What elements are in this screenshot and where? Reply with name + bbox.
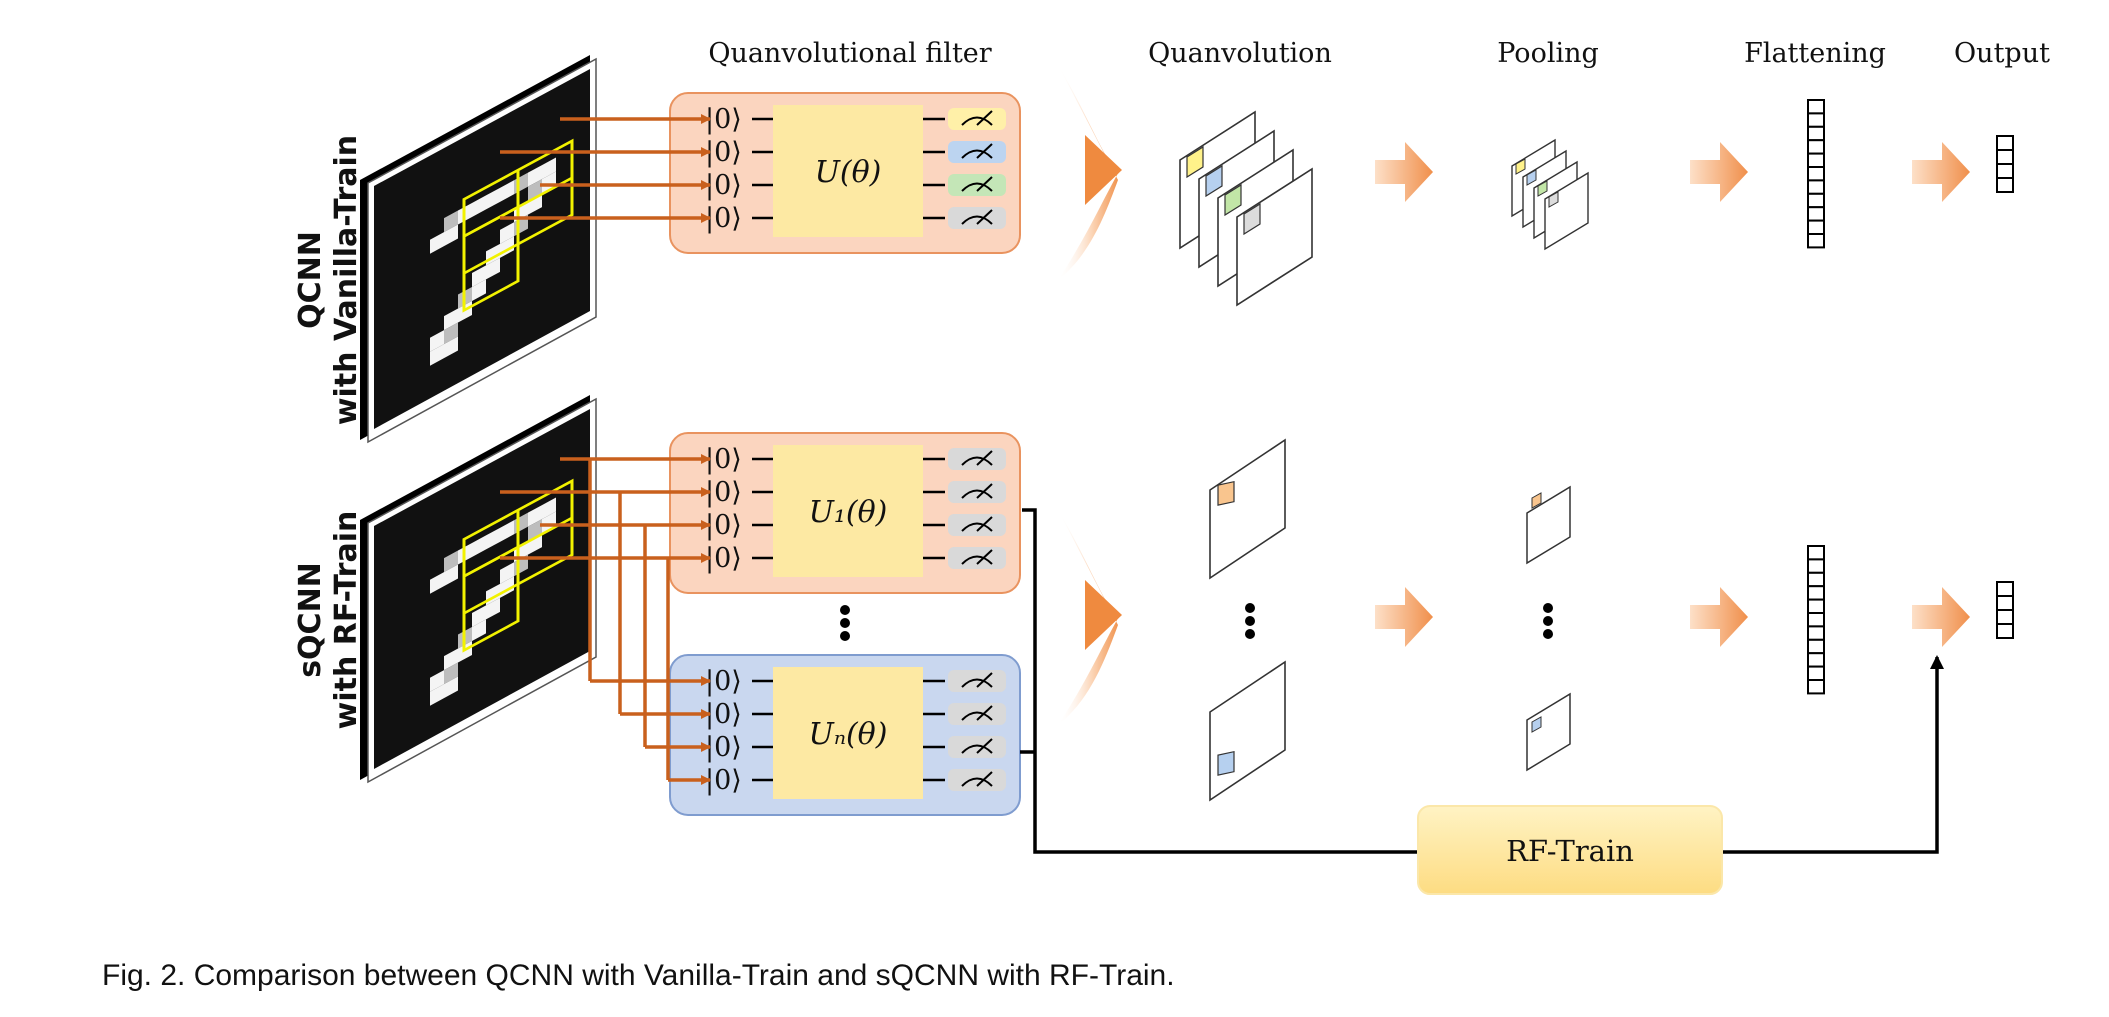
input-arrows-top bbox=[500, 114, 711, 223]
flattening-vector-top bbox=[1807, 99, 1825, 249]
quanvolution-map-n bbox=[1209, 660, 1286, 802]
filter-header: Quanvolutional filter bbox=[708, 38, 991, 69]
svg-text:|0⟩: |0⟩ bbox=[705, 543, 742, 574]
quanvolution-feature-maps-top bbox=[1179, 110, 1313, 307]
digit-image-top bbox=[360, 55, 597, 444]
unitary-block-1 bbox=[773, 445, 923, 577]
input-arrows-bottom bbox=[500, 454, 711, 785]
quanvolution-map-1 bbox=[1209, 438, 1286, 580]
svg-text:|0⟩: |0⟩ bbox=[705, 510, 742, 541]
row-label-top-line1: QCNN bbox=[293, 231, 328, 329]
svg-text:|0⟩: |0⟩ bbox=[705, 732, 742, 763]
figure-caption: Fig. 2. Comparison between QCNN with Van… bbox=[102, 959, 1175, 992]
pooling-feature-maps-top bbox=[1511, 138, 1589, 251]
row-label-top: QCNN with Vanilla-Train bbox=[293, 135, 364, 425]
unitary-block-n bbox=[773, 667, 923, 799]
row-label-bottom-line2: with RF-Train bbox=[329, 511, 364, 730]
filters-ellipsis bbox=[840, 605, 850, 641]
svg-text:|0⟩: |0⟩ bbox=[705, 104, 742, 135]
svg-text:|0⟩: |0⟩ bbox=[705, 444, 742, 475]
pooling-map-1 bbox=[1526, 485, 1571, 565]
output-vector-top bbox=[1996, 135, 2014, 193]
quanvolutional-filter-n: Uₙ(θ) |0⟩|0⟩|0⟩|0⟩ bbox=[669, 654, 1021, 816]
rf-train-box: RF-Train bbox=[1417, 805, 1723, 895]
block-arrows bbox=[1375, 142, 1970, 647]
row-label-top-line2: with Vanilla-Train bbox=[329, 135, 364, 425]
unitary-block-top bbox=[773, 105, 923, 237]
flattening-vector-bottom bbox=[1807, 545, 1825, 695]
unitary-label-top: U(θ) bbox=[815, 155, 882, 190]
svg-text:|0⟩: |0⟩ bbox=[705, 699, 742, 730]
svg-text:|0⟩: |0⟩ bbox=[705, 203, 742, 234]
quanvolutional-filter-1: U₁(θ) |0⟩|0⟩|0⟩|0⟩ bbox=[669, 432, 1021, 594]
pooling-map-n bbox=[1526, 692, 1571, 772]
flattening-header: Flattening bbox=[1744, 38, 1886, 69]
row-label-bottom-line1: sQCNN bbox=[293, 562, 328, 678]
quanvolution-ellipsis bbox=[1245, 603, 1255, 639]
pooling-header: Pooling bbox=[1497, 38, 1599, 69]
output-header: Output bbox=[1954, 38, 2050, 69]
sweep-arrow-bottom bbox=[1058, 510, 1122, 725]
svg-text:|0⟩: |0⟩ bbox=[705, 765, 742, 796]
unitary-label-1: U₁(θ) bbox=[809, 495, 888, 530]
svg-text:|0⟩: |0⟩ bbox=[705, 170, 742, 201]
svg-text:|0⟩: |0⟩ bbox=[705, 477, 742, 508]
quanvolution-header: Quanvolution bbox=[1148, 38, 1332, 69]
rf-train-connector bbox=[1020, 508, 1944, 854]
pooling-ellipsis bbox=[1543, 603, 1553, 639]
row-label-bottom: sQCNN with RF-Train bbox=[293, 511, 364, 730]
quanvolutional-filter-top: U(θ) |0⟩|0⟩|0⟩|0⟩ bbox=[669, 92, 1021, 254]
output-vector-bottom bbox=[1996, 581, 2014, 639]
svg-text:|0⟩: |0⟩ bbox=[705, 666, 742, 697]
unitary-label-n: Uₙ(θ) bbox=[809, 717, 888, 752]
rf-train-label: RF-Train bbox=[1506, 834, 1634, 868]
svg-text:|0⟩: |0⟩ bbox=[705, 137, 742, 168]
digit-image-bottom bbox=[360, 395, 597, 784]
sweep-arrow-top bbox=[1058, 65, 1122, 280]
